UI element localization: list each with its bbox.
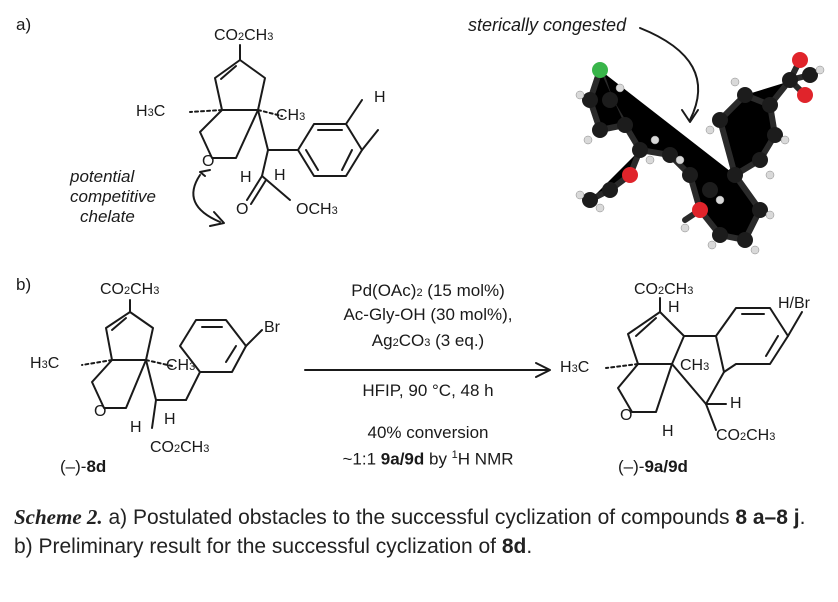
- carbon-atom: [752, 202, 768, 218]
- carbon-atom: [632, 142, 648, 158]
- b-reactant-ch3: CH3: [166, 357, 196, 374]
- product-top-ester: CO2CH3: [634, 281, 694, 298]
- condition-oxidant: Ag2CO3 (3 eq.): [371, 331, 485, 350]
- carbon-atom: [752, 152, 768, 168]
- carbon-atom: [737, 232, 753, 248]
- a-och3: OCH3: [296, 201, 338, 218]
- oxygen-atom: [692, 202, 708, 218]
- condition-solvent-temp: HFIP, 90 °C, 48 h: [362, 381, 494, 400]
- a-aryl-h: H: [374, 89, 386, 106]
- carbon-atom: [737, 87, 753, 103]
- caption-part-a: a) Postulated obstacles to the successfu…: [102, 506, 736, 529]
- b-reactant-br: Br: [264, 319, 280, 336]
- product-compound-label: (–)-9a/9d: [618, 457, 688, 476]
- chlorine-atom: [592, 62, 608, 78]
- product-h-ring: H: [662, 423, 674, 440]
- product-h-top: H: [668, 299, 680, 316]
- panel-b-label: b): [16, 275, 32, 294]
- chelate-line-3: chelate: [80, 207, 135, 226]
- condition-catalyst: Pd(OAc)2 (15 mol%): [351, 281, 505, 300]
- carbon-atom: [582, 192, 598, 208]
- b-reactant-top-ester: CO2CH3: [100, 281, 160, 298]
- product-ch3: CH3: [680, 357, 710, 374]
- oxygen-atom: [797, 87, 813, 103]
- reaction-arrowhead: [535, 362, 551, 378]
- product-h-br: H/Br: [778, 295, 810, 312]
- chelate-arrowhead: [209, 211, 225, 227]
- carbon-atom: [582, 92, 598, 108]
- b-reactant-h-ring: H: [130, 419, 142, 436]
- product-h-right: H: [730, 395, 742, 412]
- a-o-ring: O: [202, 153, 215, 170]
- b-reactant-h3c: H3C: [30, 355, 60, 372]
- carbon-atom: [682, 167, 698, 183]
- b-reactant-h-benzylic: H: [164, 411, 176, 428]
- chelate-arrowhead-2: [199, 169, 211, 177]
- a-h3c-label: H3C: [136, 103, 166, 120]
- product-h3c: H3C: [560, 359, 590, 376]
- chelate-arrow: [192, 174, 221, 223]
- panel-a-label: a): [16, 15, 32, 34]
- carbon-atom: [782, 72, 798, 88]
- scheme-caption: Scheme 2. a) Postulated obstacles to the…: [14, 505, 806, 558]
- condition-ratio: ~1:1 9a/9d by 1H NMR: [342, 449, 514, 469]
- reactant-bonds: [81, 299, 263, 429]
- a-top-ester: CO2CH3: [214, 27, 274, 44]
- a-ch3-label: CH3: [276, 107, 306, 124]
- carbon-atom: [702, 182, 718, 198]
- reactant-compound-label: (–)-8d: [60, 457, 107, 476]
- carbon-atom: [727, 167, 743, 183]
- oxygen-atom: [622, 167, 638, 183]
- carbon-atom: [662, 147, 678, 163]
- carbon-atom: [602, 182, 618, 198]
- condition-conversion: 40% conversion: [367, 423, 489, 442]
- b-reactant-ester-bottom: CO2CH3: [150, 439, 210, 456]
- chelate-line-2: competitive: [70, 187, 156, 206]
- carbon-atom: [712, 112, 728, 128]
- oxygen-atom: [792, 52, 808, 68]
- a-h-benzylic: H: [274, 167, 286, 184]
- caption-scheme-number: Scheme 2.: [14, 505, 103, 529]
- carbon-atom: [802, 67, 818, 83]
- product-o: O: [620, 407, 633, 424]
- carbon-atom: [592, 122, 608, 138]
- b-reactant-o: O: [94, 403, 107, 420]
- chelate-line-1: potential: [70, 167, 135, 186]
- congested-arrowhead: [681, 109, 699, 123]
- congested-arrow: [639, 27, 700, 121]
- structure-a-bonds: [189, 44, 379, 205]
- caption-compound-b: 8d: [501, 535, 527, 558]
- carbon-atom: [617, 117, 633, 133]
- product-bonds: [605, 297, 803, 431]
- product-ester-bottom: CO2CH3: [716, 427, 776, 444]
- caption-part-b: . b) Preliminary result for the successf…: [14, 506, 806, 558]
- condition-ligand: Ac-Gly-OH (30 mol%),: [343, 305, 513, 324]
- sterically-congested-label: sterically congested: [468, 15, 627, 35]
- carbon-atom: [712, 227, 728, 243]
- a-o-carbonyl: O: [236, 201, 249, 218]
- caption-compounds: 8 a–8 j: [735, 506, 800, 529]
- carbon-atom: [602, 92, 618, 108]
- ball-stick-model: [575, 52, 825, 255]
- carbon-atom: [762, 97, 778, 113]
- a-h-ring: H: [240, 169, 252, 186]
- carbon-atom: [767, 127, 783, 143]
